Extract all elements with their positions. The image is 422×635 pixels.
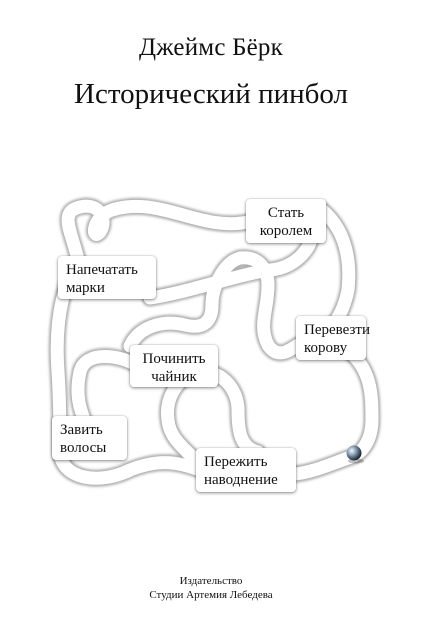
stop-label-line: королем [259,223,313,239]
stop-card-fix-kettle: Починить чайник [130,345,218,387]
stop-label-line: Пережить [204,454,268,470]
stop-card-survive-flood: Пережить наводнение [196,448,296,492]
book-author: Джеймс Бёрк [139,34,283,61]
stop-label-line: Завить [60,422,103,438]
publisher-line: Издательство [179,575,243,587]
stop-label-line: чайник [151,369,197,385]
stop-card-become-king: Стать королем [246,199,326,243]
stop-card-transport-cow: Перевезти корову [296,316,370,360]
publisher-imprint: Издательство Студии Артемия Лебедева [0,574,422,602]
stop-card-print-stamps: Напечатать марки [58,256,156,299]
book-title: Исторический пинбол [74,78,348,110]
stop-label-line: Починить [142,351,206,367]
stop-label-line: Стать [267,205,305,221]
stop-card-curl-hair: Завить волосы [52,416,127,460]
publisher-line: Студии Артемия Лебедева [149,589,273,601]
stop-label-line: волосы [60,440,107,456]
stop-label-line: Напечатать [66,262,138,278]
stop-label-line: корову [304,340,348,356]
stop-label-line: марки [66,280,105,296]
stop-label-line: Перевезти [304,322,370,338]
pinball-ball-icon [346,445,364,464]
stop-label-line: наводнение [204,472,278,488]
